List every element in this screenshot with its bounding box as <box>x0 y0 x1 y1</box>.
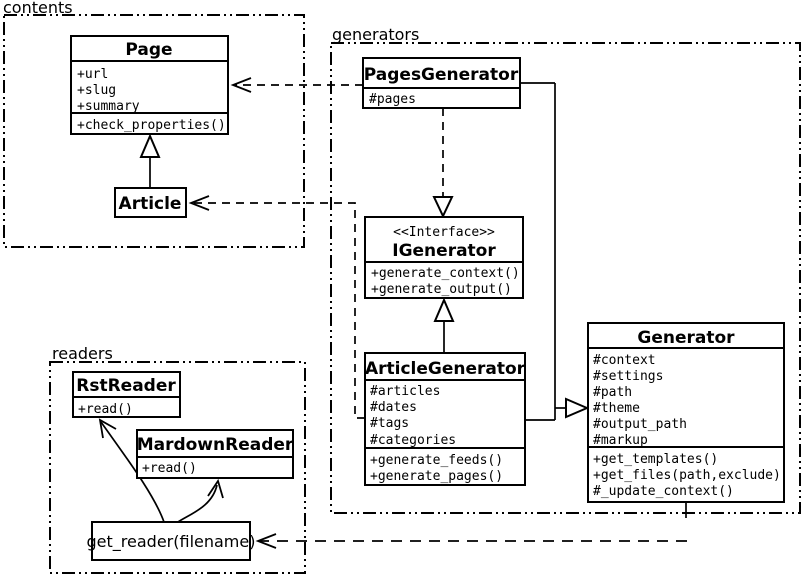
class-page-attribute: +slug <box>77 83 116 98</box>
generalization-arrowhead-icon <box>433 297 455 322</box>
class-articlegenerator-attribute: #categories <box>370 433 456 448</box>
class-rstreader: RstReader +read() <box>72 371 181 418</box>
class-generator-method: #_update_context() <box>593 484 734 499</box>
realization-arrowhead-icon <box>432 196 454 219</box>
package-contents: contents <box>3 0 305 248</box>
open-arrowhead-icon <box>188 195 210 211</box>
edge-article-to-page <box>139 133 161 188</box>
open-arrowhead-icon <box>98 418 117 439</box>
edge-curve <box>177 484 218 523</box>
class-article: Article <box>114 187 187 218</box>
class-page-box <box>70 35 229 135</box>
class-rstreader-title: RstReader <box>76 376 176 396</box>
class-mardownreader-box <box>136 429 294 479</box>
class-articlegenerator-attribute: #articles <box>370 384 440 399</box>
class-rstreader-method: +read() <box>78 402 133 417</box>
class-pagesgenerator: PagesGenerator #pages <box>362 57 521 109</box>
class-igenerator: <<Interface>> IGenerator +generate_conte… <box>364 216 524 299</box>
class-igenerator-method: +generate_output() <box>371 282 512 297</box>
class-articlegenerator-method: +generate_feeds() <box>370 453 503 468</box>
package-contents-border <box>3 14 305 248</box>
edge-pagesgenerator-to-page <box>230 77 363 93</box>
class-generator-method: +get_files(path,exclude) <box>593 468 781 483</box>
class-articlegenerator-title: ArticleGenerator <box>365 359 526 379</box>
edge-articlegenerator-to-igenerator <box>433 297 455 353</box>
class-igenerator-title: IGenerator <box>392 241 496 261</box>
node-get-reader: get_reader(filename) <box>87 521 256 561</box>
class-articlegenerator: ArticleGenerator #articles #dates #tags … <box>364 352 526 486</box>
class-generator-method: +get_templates() <box>593 452 718 467</box>
class-pagesgenerator-box <box>362 57 521 109</box>
class-generator-box <box>587 322 785 503</box>
class-pagesgenerator-attribute: #pages <box>369 92 416 107</box>
class-generator-attribute: #settings <box>593 369 663 384</box>
generalization-arrowhead-icon <box>565 397 590 419</box>
class-rstreader-box <box>72 371 181 418</box>
class-generator-attribute: #path <box>593 385 632 400</box>
package-readers: readers <box>49 344 306 574</box>
class-page-attribute: +url <box>77 67 108 82</box>
package-generators-label: generators <box>332 25 419 44</box>
class-articlegenerator-attribute: #tags <box>370 416 409 431</box>
class-page-title: Page <box>125 40 172 60</box>
class-mardownreader: MardownReader +read() <box>136 429 294 479</box>
edge-articlegenerator-to-article <box>188 195 365 419</box>
class-page-method: +check_properties() <box>77 118 226 133</box>
edge-line <box>193 202 365 419</box>
class-igenerator-box <box>364 216 524 299</box>
open-arrowhead-icon <box>255 533 277 549</box>
class-mardownreader-method: +read() <box>142 461 197 476</box>
open-arrowhead-icon <box>207 478 224 499</box>
class-articlegenerator-box <box>364 352 526 486</box>
generalization-arrowhead-icon <box>139 133 161 158</box>
class-page-attribute: +summary <box>77 99 140 114</box>
edge-generators-to-generator <box>520 82 590 421</box>
class-igenerator-stereotype: <<Interface>> <box>393 225 495 240</box>
class-articlegenerator-method: +generate_pages() <box>370 469 503 484</box>
package-readers-label: readers <box>52 344 113 363</box>
class-generator-attribute: #markup <box>593 433 648 448</box>
class-generator-attribute: #context <box>593 353 656 368</box>
class-pagesgenerator-title: PagesGenerator <box>364 65 519 85</box>
open-arrowhead-icon <box>230 77 252 93</box>
class-generator-attribute: #theme <box>593 401 640 416</box>
package-generators: generators <box>330 25 801 514</box>
node-get-reader-label: get_reader(filename) <box>87 532 256 552</box>
class-article-title: Article <box>119 194 182 214</box>
class-article-box <box>114 187 187 218</box>
edge-generator-to-getreader <box>255 502 687 549</box>
class-generator-title: Generator <box>637 328 735 348</box>
package-readers-border <box>49 361 306 574</box>
class-articlegenerator-attribute: #dates <box>370 400 417 415</box>
package-generators-border <box>330 42 801 514</box>
edge-pagesgenerator-to-igenerator <box>432 108 454 219</box>
package-contents-label: contents <box>3 0 73 17</box>
class-igenerator-method: +generate_context() <box>371 266 520 281</box>
class-mardownreader-title: MardownReader <box>137 435 294 455</box>
edge-getreader-to-mardownreader <box>177 478 224 523</box>
class-generator-attribute: #output_path <box>593 417 687 432</box>
class-page: Page +url +slug +summary +check_properti… <box>70 35 229 135</box>
class-generator: Generator #context #settings #path #them… <box>587 322 785 503</box>
node-get-reader-box <box>91 521 251 561</box>
